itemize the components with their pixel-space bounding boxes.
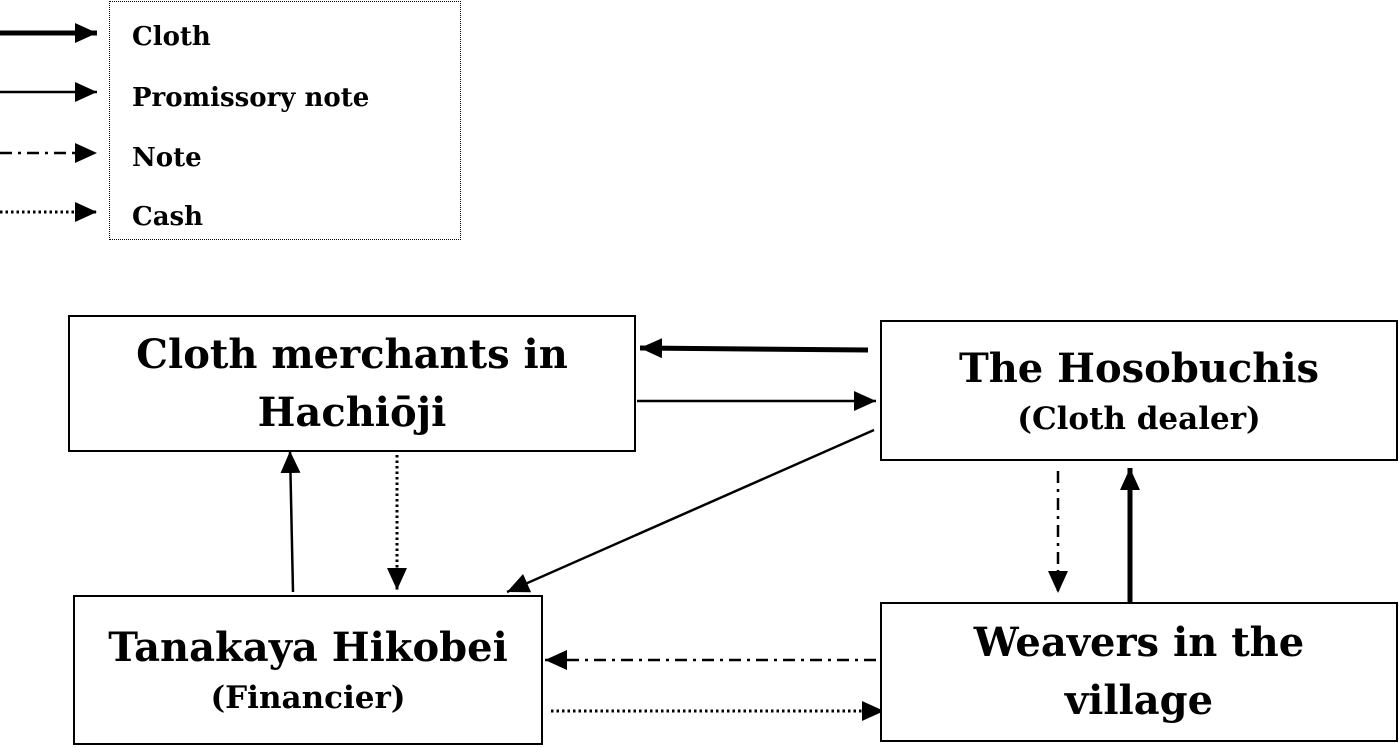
legend-box xyxy=(109,1,461,240)
arrow-note-hosobuchis-to-tanakaya xyxy=(506,428,875,594)
arrow-note-tanakaya-to-merchants xyxy=(280,450,301,593)
node-cloth-merchants: Cloth merchants in Hachiōji xyxy=(68,315,636,452)
node-weavers: Weavers in the village xyxy=(880,602,1398,742)
node-tanakaya-subtitle: (Financier) xyxy=(210,680,406,717)
legend-label-note: Note xyxy=(132,143,202,173)
node-hosobuchis: The Hosobuchis (Cloth dealer) xyxy=(880,320,1398,461)
node-weavers-title: Weavers in the village xyxy=(973,619,1305,724)
node-tanakaya-title: Tanakaya Hikobei xyxy=(108,624,508,672)
legend-label-cloth: Cloth xyxy=(132,22,211,52)
legend-label-promissory-note: Promissory note xyxy=(132,83,370,113)
node-tanakaya: Tanakaya Hikobei (Financier) xyxy=(73,595,543,745)
node-cloth-merchants-title: Cloth merchants in Hachiōji xyxy=(136,330,568,436)
legend-label-cash: Cash xyxy=(132,202,204,232)
node-hosobuchis-subtitle: (Cloth dealer) xyxy=(1017,400,1261,437)
arrow-cloth-hosobuchis-to-merchants xyxy=(639,338,869,359)
node-hosobuchis-title: The Hosobuchis xyxy=(958,344,1320,392)
